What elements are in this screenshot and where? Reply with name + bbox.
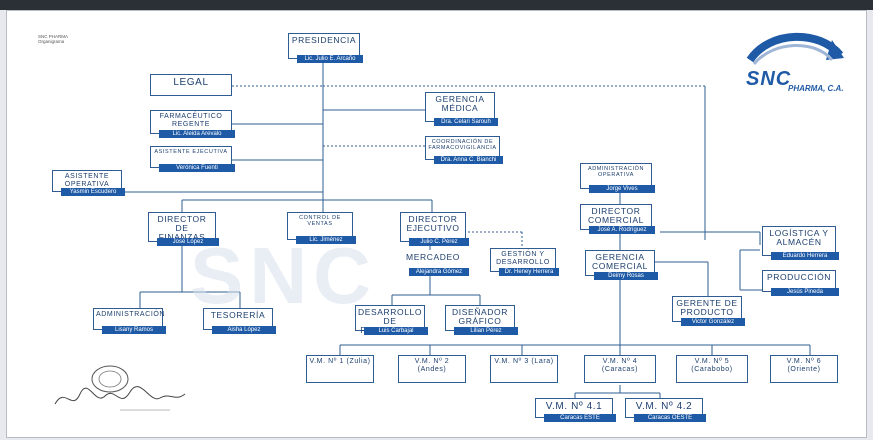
- node-person: Julio C. Pérez: [409, 238, 469, 246]
- node-director-finanzas[interactable]: DIRECTOR DE FINANZAS José López: [148, 212, 219, 246]
- node-produccion[interactable]: PRODUCCIÓN Jesús Pineda: [762, 270, 839, 296]
- node-farmaceutico[interactable]: FARMACÉUTICO REGENTE Lic. Aleida Arevalo: [150, 110, 235, 138]
- node-person: José A. Rodríguez: [589, 226, 655, 234]
- node-person: Caracas OESTE: [634, 414, 706, 422]
- node-person: Lic. Julio E. Arcaño: [297, 55, 363, 63]
- node-vm-1[interactable]: V.M. Nº 1 (Zulia): [306, 355, 374, 383]
- node-person: Lilian Pérez: [454, 327, 518, 335]
- node-disenador-grafico[interactable]: DISEÑADOR GRÁFICO Lilian Pérez: [445, 305, 518, 335]
- node-title: FARMACÉUTICO REGENTE: [159, 113, 223, 128]
- node-title: V.M. Nº 6 (Oriente): [786, 358, 822, 373]
- node-gerente-producto[interactable]: GERENTE DE PRODUCTO Victor González: [672, 296, 745, 326]
- node-gerencia-medica[interactable]: GERENCIA MÉDICA Dra. Celari Sarouh: [425, 92, 498, 126]
- node-person: Lisany Ramos: [102, 326, 166, 334]
- node-person: Caracas ESTE: [544, 414, 616, 422]
- node-title: COORDINACIÓN DE FARMACOVIGILANCIA: [428, 139, 497, 151]
- signature-icon: [54, 386, 186, 411]
- node-gerencia-comercial[interactable]: GERENCIA COMERCIAL Deimy Rosas: [585, 250, 658, 280]
- node-person: Victor González: [681, 318, 745, 326]
- node-vm-6[interactable]: V.M. Nº 6 (Oriente): [770, 355, 838, 383]
- node-title: PRODUCCIÓN: [766, 272, 832, 282]
- node-vm-4[interactable]: V.M. Nº 4 (Caracas): [584, 355, 656, 383]
- node-person: José López: [157, 238, 219, 246]
- node-title: V.M. Nº 1 (Zulia): [309, 358, 371, 365]
- node-person: Dra. Celari Sarouh: [434, 118, 498, 126]
- node-title: GESTIÓN Y DESARROLLO: [496, 251, 550, 266]
- node-administracion-operativa[interactable]: ADMINISTRACIÓN OPERATIVA Jorge Vives: [580, 163, 655, 193]
- node-title: ASISTENTE EJECUTIVA: [154, 149, 228, 155]
- node-person: Dr. Heney Herrera: [499, 268, 559, 276]
- node-person: Yasmin Escudero: [61, 188, 125, 196]
- node-title: ADMINISTRACIÓN OPERATIVA: [587, 166, 645, 178]
- node-title: V.M. Nº 4.1: [545, 401, 603, 412]
- swoosh-icon: [746, 32, 844, 66]
- node-vm-2[interactable]: V.M. Nº 2 (Andes): [398, 355, 466, 383]
- node-mercadeo[interactable]: MERCADEO Alejandra Gómez: [400, 250, 469, 276]
- node-person: Lic. Aleida Arevalo: [159, 130, 235, 138]
- node-title: DIRECTOR EJECUTIVO: [406, 214, 460, 233]
- node-title: TESORERÍA: [210, 310, 266, 320]
- node-presidencia[interactable]: PRESIDENCIA Lic. Julio E. Arcaño: [288, 33, 363, 63]
- node-title: LOGÍSTICA Y ALMACÉN: [769, 228, 829, 247]
- company-logo: SNC PHARMA, C.A.: [740, 30, 850, 100]
- logo-sub: PHARMA, C.A.: [788, 84, 844, 93]
- node-asistente-ejecutiva[interactable]: ASISTENTE EJECUTIVA Verónica Fuenti: [150, 146, 235, 172]
- logo-brand: SNC: [746, 68, 792, 90]
- node-legal[interactable]: LEGAL: [150, 74, 232, 96]
- node-director-ejecutivo[interactable]: DIRECTOR EJECUTIVO Julio C. Pérez: [400, 212, 469, 246]
- node-control-ventas[interactable]: CONTROL DE VENTAS Lic. Jiménez: [287, 212, 356, 244]
- node-title: V.M. Nº 2 (Andes): [414, 358, 450, 373]
- node-title: DISEÑADOR GRÁFICO: [452, 307, 508, 326]
- node-vm-4-2[interactable]: V.M. Nº 4.2 Caracas OESTE: [625, 398, 706, 422]
- node-title: DIRECTOR DE FINANZAS: [157, 214, 207, 242]
- node-title: MERCADEO: [406, 252, 460, 262]
- node-title: ADMINISTRACIÓN: [96, 311, 166, 318]
- node-person: Eduardo Herrera: [771, 252, 839, 260]
- node-person: Luis Carbajal: [364, 327, 428, 335]
- node-title: GERENCIA COMERCIAL: [592, 252, 648, 271]
- node-person: Jorge Vives: [589, 185, 655, 193]
- node-logistica-almacen[interactable]: LOGÍSTICA Y ALMACÉN Eduardo Herrera: [762, 226, 839, 260]
- header-note: SNC PHARMA Organigrama: [38, 34, 69, 44]
- top-band: [0, 0, 873, 10]
- node-person: Deimy Rosas: [594, 272, 658, 280]
- stamp-seal-icon: [91, 365, 129, 393]
- node-tesoreria[interactable]: TESORERÍA Aisha López: [203, 308, 276, 334]
- node-asistente-operativa[interactable]: ASISTENTE OPERATIVA Yasmin Escudero: [52, 170, 125, 196]
- node-gestion-desarrollo[interactable]: GESTIÓN Y DESARROLLO Dr. Heney Herrera: [490, 248, 559, 276]
- node-person: Dra. Anna C. Bianchi: [434, 156, 503, 164]
- node-person: Alejandra Gómez: [409, 268, 469, 276]
- node-title: V.M. Nº 3 (Lara): [494, 358, 554, 365]
- node-title: CONTROL DE VENTAS: [299, 215, 341, 227]
- node-person: Jesús Pineda: [771, 288, 839, 296]
- node-person: Verónica Fuenti: [159, 164, 235, 172]
- node-title: V.M. Nº 4.2: [635, 401, 693, 412]
- node-person: Aisha López: [212, 326, 276, 334]
- node-title: LEGAL: [173, 77, 209, 88]
- node-vm-5[interactable]: V.M. Nº 5 (Carabobo): [676, 355, 748, 383]
- node-title: GERENTE DE PRODUCTO: [676, 298, 738, 317]
- node-title: PRESIDENCIA: [291, 35, 357, 45]
- node-title: V.M. Nº 5 (Carabobo): [691, 358, 733, 373]
- node-vm-4-1[interactable]: V.M. Nº 4.1 Caracas ESTE: [535, 398, 616, 422]
- node-title: ASISTENTE OPERATIVA: [64, 173, 110, 188]
- node-title: DIRECTOR COMERCIAL: [588, 206, 644, 225]
- node-title: GERENCIA MÉDICA: [435, 94, 485, 113]
- node-coordinacion-farmacovigilancia[interactable]: COORDINACIÓN DE FARMACOVIGILANCIA Dra. A…: [425, 136, 503, 164]
- node-administracion[interactable]: ADMINISTRACIÓN Lisany Ramos: [93, 308, 166, 334]
- node-person: Lic. Jiménez: [296, 236, 356, 244]
- node-vm-3[interactable]: V.M. Nº 3 (Lara): [490, 355, 558, 383]
- node-desarrollo-productos[interactable]: DESARROLLO DE PRODUCTOS Luis Carbajal: [355, 305, 428, 335]
- node-title: V.M. Nº 4 (Caracas): [601, 358, 639, 373]
- node-director-comercial[interactable]: DIRECTOR COMERCIAL José A. Rodríguez: [580, 204, 655, 234]
